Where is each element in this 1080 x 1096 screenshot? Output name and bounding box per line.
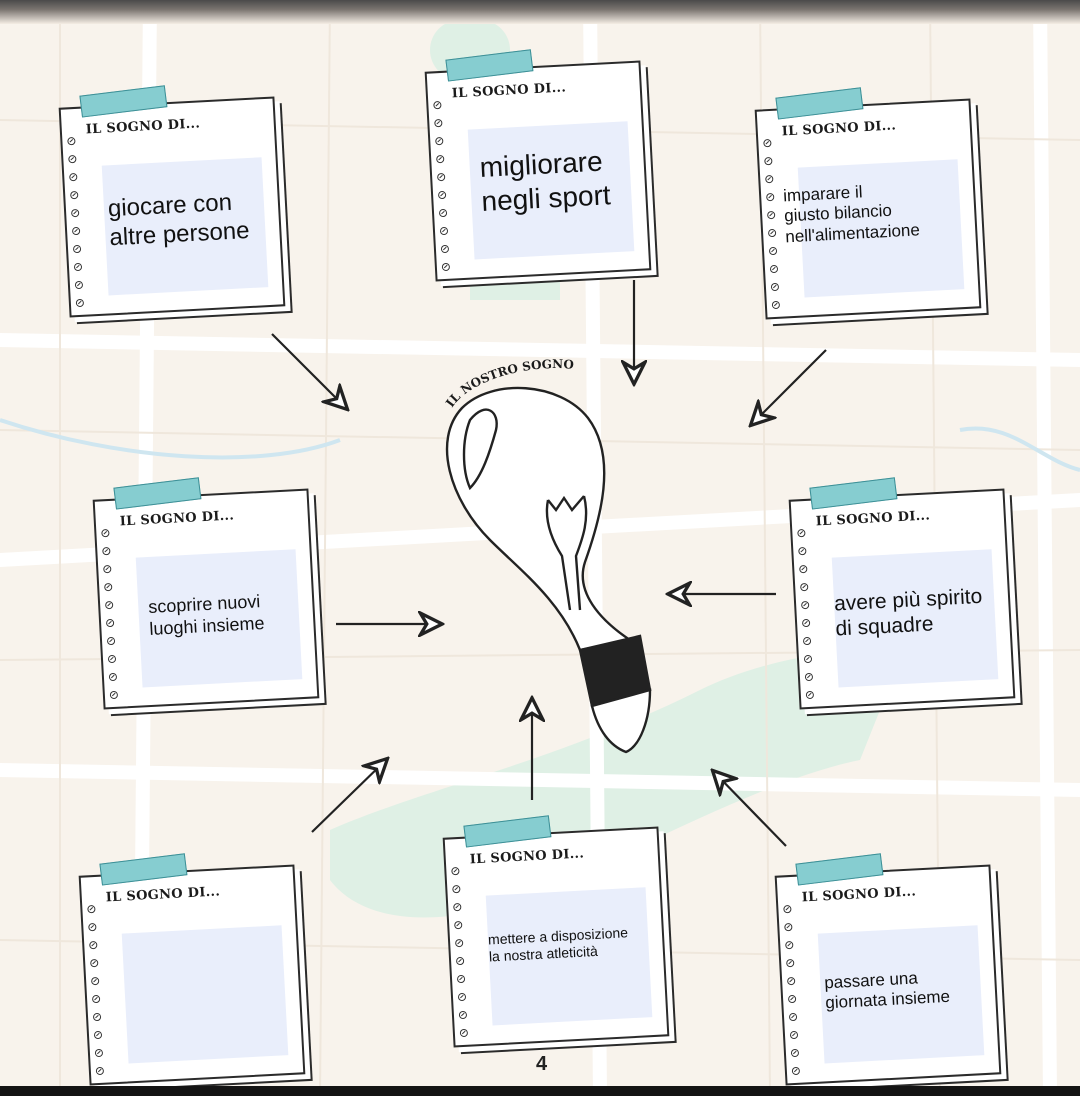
spiral-ring-icon (783, 904, 792, 914)
spiral-ring-icon (95, 1066, 105, 1076)
spiral-ring-icon (435, 136, 444, 146)
spiral-ring-icon (785, 940, 794, 950)
spiral-ring-icon (454, 938, 464, 948)
spiral-ring-icon (767, 228, 777, 238)
spiral-ring-icon (94, 1048, 104, 1058)
spiral-ring-icon (766, 210, 776, 220)
note-bottom-left: IL SOGNO DI... (78, 853, 306, 1086)
spiral-ring-icon (801, 618, 811, 628)
spiral-ring-icon (90, 976, 100, 986)
spiral-ring-icon (789, 1030, 799, 1040)
spiral-ring-icon (451, 866, 460, 876)
spiral-ring-icon (457, 992, 467, 1002)
page-number: 4 (536, 1053, 548, 1075)
spiral-ring-icon (787, 994, 797, 1004)
spiral-ring-icon (439, 226, 449, 236)
spiral-ring-icon (452, 884, 461, 894)
spiral-ring-icon (786, 976, 796, 986)
spiral-ring-icon (75, 298, 85, 308)
spiral-ring-icon (106, 636, 116, 646)
spiral-ring-icon (798, 546, 807, 556)
spiral-ring-icon (69, 172, 78, 182)
spiral-ring-icon (438, 208, 448, 218)
spiral-ring-icon (102, 546, 111, 556)
spiral-ring-icon (90, 958, 99, 968)
spiral-ring-icon (454, 920, 463, 930)
spiral-ring-icon (800, 600, 810, 610)
spiral-ring-icon (453, 902, 462, 912)
spiral-ring-icon (71, 226, 81, 236)
spiral-ring-icon (799, 564, 808, 574)
spiral-ring-icon (73, 262, 83, 272)
spiral-ring-icon (70, 208, 80, 218)
spiral-ring-icon (88, 922, 97, 932)
spiral-ring-icon (70, 190, 79, 200)
spiral-ring-icon (67, 136, 76, 146)
spiral-ring-icon (101, 528, 110, 538)
spiral-ring-icon (68, 154, 77, 164)
answer-box (121, 925, 289, 1064)
spiral-ring-icon (105, 618, 115, 628)
spiral-ring-icon (766, 192, 775, 202)
spiral-ring-icon (804, 672, 814, 682)
spiral-ring-icon (458, 1010, 468, 1020)
spiral-ring-icon (763, 138, 772, 148)
spiral-ring-icon (765, 174, 774, 184)
spiral-ring-icon (786, 958, 795, 968)
spiral-ring-icon (437, 190, 447, 200)
spiral-ring-icon (87, 904, 96, 914)
spiral-ring-icon (455, 956, 465, 966)
spiral-ring-icon (433, 100, 442, 110)
spiral-ring-icon (74, 280, 84, 290)
spiral-ring-icon (104, 600, 114, 610)
spiral-ring-icon (784, 922, 793, 932)
spiral-ring-icon (803, 654, 813, 664)
spiral-ring-icon (764, 156, 773, 166)
spiral-ring-icon (459, 1028, 469, 1038)
top-gradient-bar (0, 0, 1080, 24)
spiral-ring-icon (91, 994, 101, 1004)
spiral-ring-icon (441, 262, 451, 272)
spiral-ring-icon (456, 974, 466, 984)
spiral-ring-icon (436, 172, 446, 182)
spiral-ring-icon (109, 690, 119, 700)
spiral-ring-icon (770, 282, 780, 292)
spiral-ring-icon (72, 244, 82, 254)
spiral-ring-icon (107, 654, 117, 664)
spiral-ring-icon (769, 264, 779, 274)
spiral-ring-icon (768, 246, 778, 256)
spiral-ring-icon (93, 1030, 103, 1040)
bottom-bar (0, 1086, 1080, 1096)
spiral-ring-icon (108, 672, 118, 682)
spiral-ring-icon (800, 582, 809, 592)
spiral-ring-icon (805, 690, 815, 700)
spiral-ring-icon (440, 244, 450, 254)
spiral-ring-icon (103, 564, 112, 574)
spiral-ring-icon (436, 154, 445, 164)
spiral-ring-icon (802, 636, 812, 646)
spiral-ring-icon (788, 1012, 798, 1022)
spiral-ring-icon (790, 1048, 800, 1058)
spiral-ring-icon (92, 1012, 102, 1022)
spiral-ring-icon (104, 582, 113, 592)
spiral-ring-icon (89, 940, 98, 950)
spiral-ring-icon (797, 528, 806, 538)
spiral-ring-icon (791, 1066, 801, 1076)
spiral-ring-icon (771, 300, 781, 310)
spiral-ring-icon (434, 118, 443, 128)
